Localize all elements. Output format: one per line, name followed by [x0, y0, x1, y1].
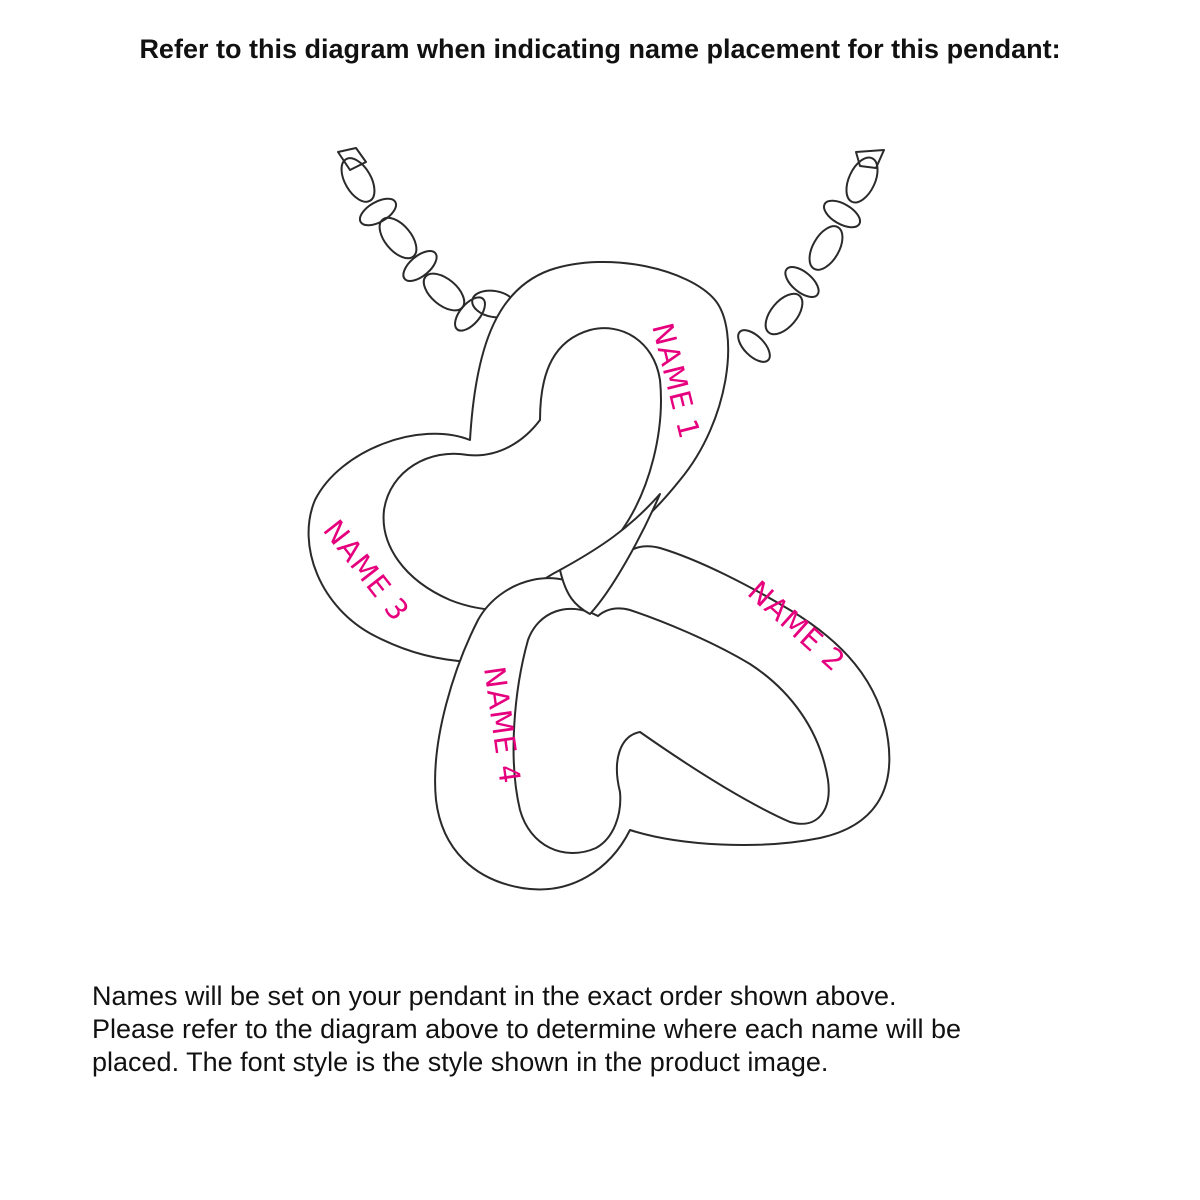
- chain-end-cap-right: [855, 149, 885, 169]
- chain-link: [845, 156, 879, 204]
- chain-link: [454, 296, 486, 332]
- instructions-line-2: Please refer to the diagram above to det…: [92, 1014, 961, 1044]
- page-title: Refer to this diagram when indicating na…: [139, 34, 1061, 64]
- heart-right-inner: [512, 607, 830, 854]
- chain-link: [764, 292, 804, 336]
- chain-link: [402, 250, 438, 282]
- chain-link: [784, 266, 820, 298]
- chain-link: [808, 225, 844, 271]
- chain-link: [358, 197, 398, 227]
- right-chain: [737, 149, 885, 363]
- left-chain: [337, 147, 517, 332]
- instructions-line-3: placed. The font style is the style show…: [92, 1047, 829, 1077]
- heart-right-outer: [434, 545, 891, 891]
- instructions-line-1: Names will be set on your pendant in the…: [92, 981, 897, 1011]
- heart-right: [434, 545, 891, 891]
- heart-left-overlap: [559, 493, 661, 615]
- chain-end-cap-left: [337, 147, 367, 171]
- chain-link: [378, 216, 418, 260]
- instructions-text: Names will be set on your pendant in the…: [92, 980, 1132, 1079]
- chain-link: [340, 157, 376, 203]
- chain-link: [737, 329, 771, 363]
- chain-link: [822, 199, 862, 229]
